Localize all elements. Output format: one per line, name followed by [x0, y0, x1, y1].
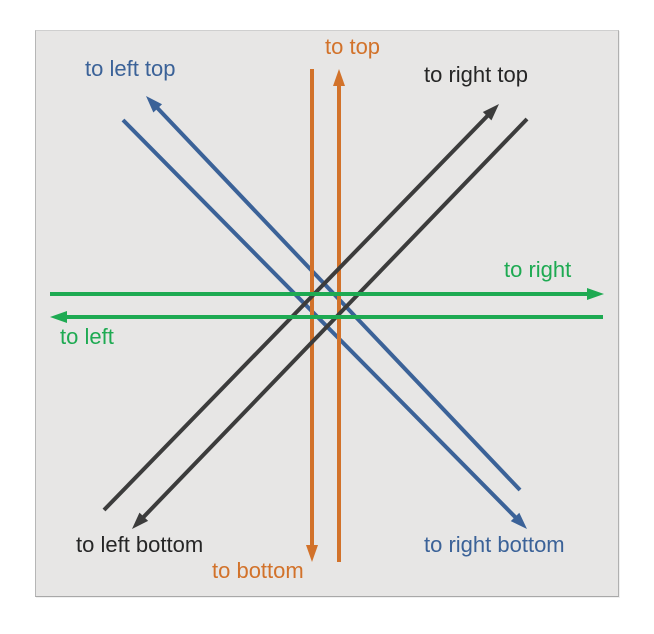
- arrow-to-left: [50, 311, 603, 323]
- arrow-to-right-bottom-head-icon: [510, 512, 527, 529]
- arrow-to-right-head-icon: [587, 288, 604, 300]
- label-to-left: to left: [60, 324, 114, 349]
- label-to-right-bottom: to right bottom: [424, 532, 565, 557]
- label-to-left-bottom: to left bottom: [76, 532, 204, 557]
- arrow-to-bottom: [306, 69, 318, 562]
- arrow-to-right-top-head-icon: [482, 104, 499, 121]
- label-to-bottom: to bottom: [212, 558, 304, 583]
- label-to-right: to right: [504, 257, 572, 282]
- arrow-to-right-bottom-shaft: [121, 118, 520, 522]
- label-to-right-top: to right top: [424, 62, 528, 87]
- arrow-to-right: [50, 288, 604, 300]
- arrow-to-top: [333, 69, 345, 562]
- label-to-top: to top: [325, 34, 381, 59]
- arrow-to-left-bottom: [132, 117, 529, 529]
- label-to-left-top: to left top: [85, 56, 176, 81]
- arrow-to-right-bottom: [121, 118, 527, 529]
- arrow-to-top-head-icon: [333, 69, 345, 86]
- arrow-to-right-top-shaft: [102, 111, 492, 512]
- arrow-to-right-top: [102, 104, 499, 512]
- arrow-to-bottom-head-icon: [306, 545, 318, 562]
- arrow-to-left-bottom-head-icon: [132, 512, 149, 529]
- arrow-to-left-top-head-icon: [146, 96, 163, 113]
- arrow-to-left-bottom-shaft: [139, 117, 529, 522]
- arrow-to-left-head-icon: [50, 311, 67, 323]
